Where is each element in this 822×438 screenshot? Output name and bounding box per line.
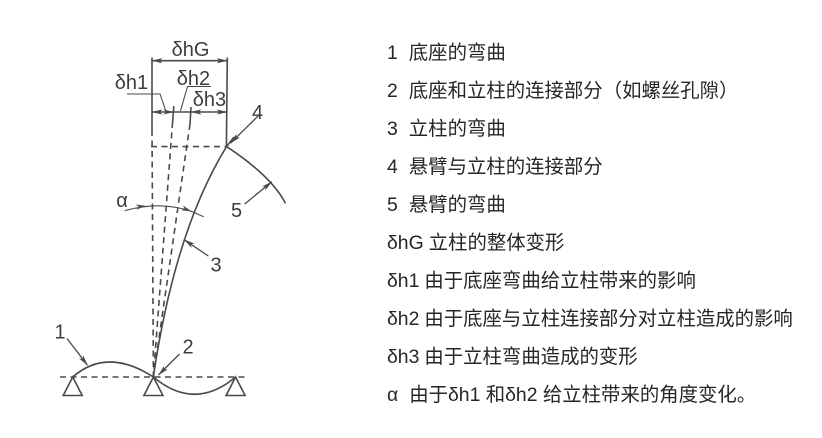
legend-text: 底座的弯曲	[408, 42, 506, 64]
callout-1-arrow	[66, 338, 89, 366]
legend-text: 由于立柱弯曲造成的变形	[424, 346, 638, 368]
angle-arc-arrowhead-mid	[135, 204, 146, 210]
leader-d2	[179, 85, 211, 112]
legend-text: 由于底座弯曲给立柱带来的影响	[424, 270, 696, 292]
column-tilt1-dashed	[152, 121, 174, 377]
legend-term: α	[387, 384, 399, 406]
column-tilt2-dashed	[152, 123, 191, 377]
support-triangle-left	[61, 375, 84, 397]
callout-4-label: 4	[252, 102, 263, 124]
column-deflection-diagram: δhG δh1 δh2 δh3 α 1 2 3 4 5	[54, 39, 287, 397]
legend-list: 1 底座的弯曲 2 底座和立柱的连接部分（如螺丝孔隙） 3 立柱的弯曲 4 悬臂与立柱的…	[387, 34, 821, 414]
callout-3-arrow	[183, 239, 209, 257]
dim-label-d2: δh2	[177, 68, 210, 90]
support-triangle-center	[142, 375, 165, 397]
legend-item-3: 3 立柱的弯曲	[387, 110, 821, 148]
extension-tick-b	[171, 105, 175, 123]
legend-text: 悬臂与立柱的连接部分	[408, 156, 603, 178]
legend-text: 由于底座与立柱连接部分对立柱造成的影响	[424, 308, 793, 330]
angle-arc-arrowhead-end	[181, 205, 192, 212]
legend-term: 4	[387, 156, 398, 178]
extension-line-right	[225, 57, 229, 147]
callout-2-arrow	[158, 353, 180, 376]
legend-item-10: α 由于δh1 和δh2 给立柱带来的角度变化。	[387, 376, 821, 414]
legend-term: δhG	[387, 232, 424, 254]
legend-text: 立柱的整体变形	[428, 232, 565, 254]
callout-4-arrow	[230, 114, 260, 144]
legend-text: 立柱的弯曲	[408, 118, 506, 140]
dim-label-total: δhG	[172, 39, 210, 61]
callout-5-label: 5	[231, 200, 242, 222]
support-triangle-right	[224, 375, 247, 397]
column-original-dashed	[151, 129, 155, 377]
legend-text: 由于δh1 和δh2 给立柱带来的角度变化。	[409, 384, 757, 406]
legend-term: 5	[387, 194, 398, 216]
legend-term: 2	[387, 80, 398, 102]
angle-label: α	[116, 190, 128, 212]
legend-term: 3	[387, 118, 398, 140]
legend-item-1: 1 底座的弯曲	[387, 34, 821, 72]
callout-1-label: 1	[54, 322, 65, 344]
dim-label-d3: δh3	[193, 89, 226, 111]
cantilever-arc	[226, 145, 287, 204]
legend-item-4: 4 悬臂与立柱的连接部分	[387, 148, 821, 186]
callout-3-label: 3	[210, 255, 221, 277]
column-deflected-curve	[152, 136, 235, 377]
dim-label-d1: δh1	[115, 72, 148, 94]
extension-tick-c	[189, 106, 192, 125]
callout-2-label: 2	[182, 337, 193, 359]
leader-d1	[127, 93, 167, 111]
callout-5-arrow	[244, 181, 273, 205]
legend-item-5: 5 悬臂的弯曲	[387, 186, 821, 224]
legend-item-2: 2 底座和立柱的连接部分（如螺丝孔隙）	[387, 72, 821, 110]
legend-term: δh1	[387, 270, 420, 292]
angle-arc	[124, 205, 204, 218]
legend-term: δh3	[387, 346, 420, 368]
legend-term: 1	[387, 42, 398, 64]
legend-text: 悬臂的弯曲	[408, 194, 506, 216]
legend-text: 底座和立柱的连接部分（如螺丝孔隙）	[408, 80, 739, 102]
legend-term: δh2	[387, 308, 420, 330]
